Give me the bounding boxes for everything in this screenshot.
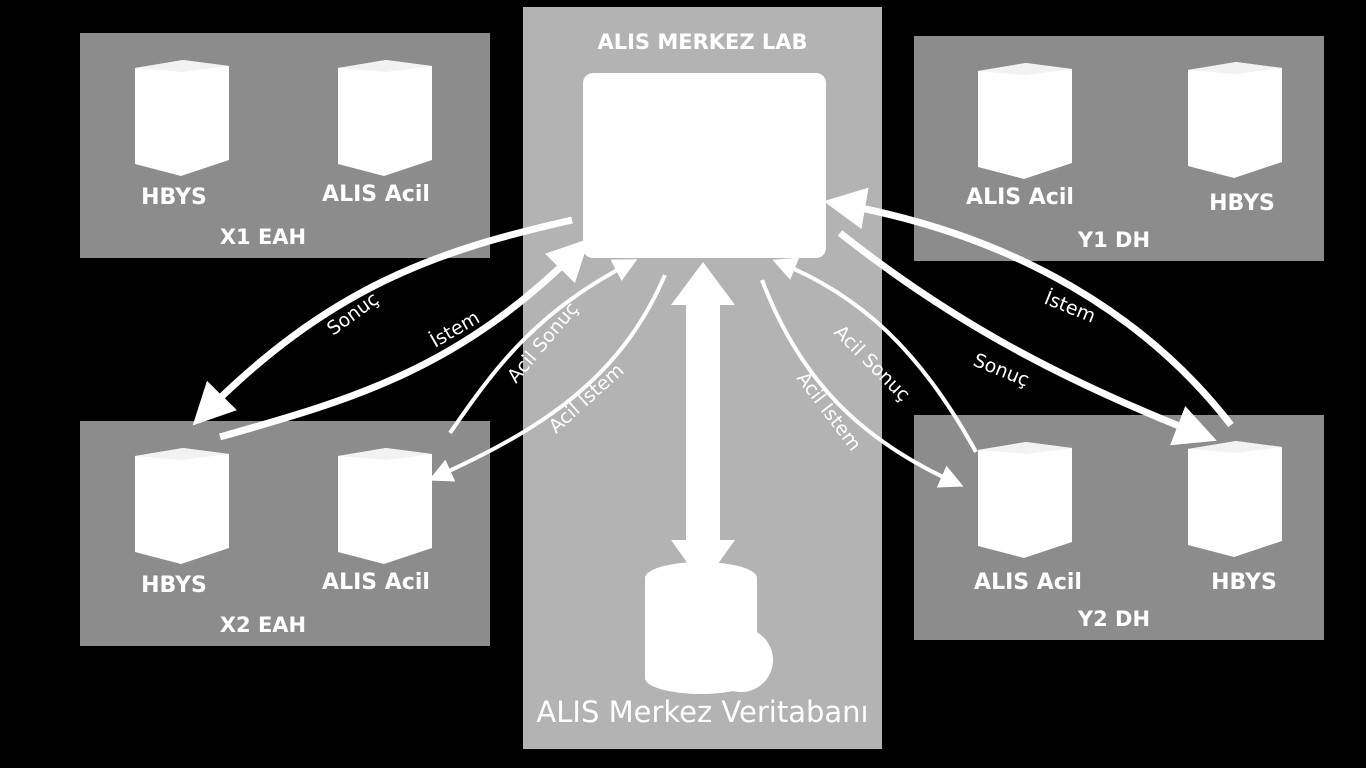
arrow-label-x-request: İstem [426, 306, 484, 352]
arrow-y-result [837, 230, 1217, 446]
server-label: HBYS [141, 185, 207, 210]
server-label: ALIS Acil [322, 182, 430, 207]
database-label: ALIS Merkez Veritabanı [536, 695, 869, 729]
server-label: ALIS Acil [974, 570, 1082, 595]
server-icon [135, 448, 231, 564]
server-label: ALIS Acil [966, 185, 1074, 210]
central-application-box [583, 73, 826, 258]
server-label: ALIS Acil [322, 570, 430, 595]
server-icon [135, 60, 231, 176]
server-icon [338, 448, 434, 564]
server-icon [338, 60, 434, 176]
arrow-label-y-request: İstem [1041, 286, 1099, 327]
server-label: HBYS [141, 573, 207, 598]
server-label: HBYS [1211, 570, 1277, 595]
database-icon [645, 560, 780, 700]
site-name: X2 EAH [219, 613, 307, 637]
server-icon [978, 442, 1074, 558]
server-icon [1188, 441, 1284, 557]
site-name: Y2 DH [1077, 607, 1151, 631]
arrow-label-y-result: Sonuç [970, 349, 1032, 391]
arrow-label-x-result: Sonuç [323, 288, 383, 340]
center-lab-title: ALIS MERKEZ LAB [597, 30, 808, 54]
site-name: X1 EAH [219, 225, 307, 249]
server-icon [1188, 62, 1284, 178]
server-label: HBYS [1209, 191, 1275, 216]
site-name: Y1 DH [1077, 228, 1151, 252]
server-icon [978, 63, 1074, 179]
